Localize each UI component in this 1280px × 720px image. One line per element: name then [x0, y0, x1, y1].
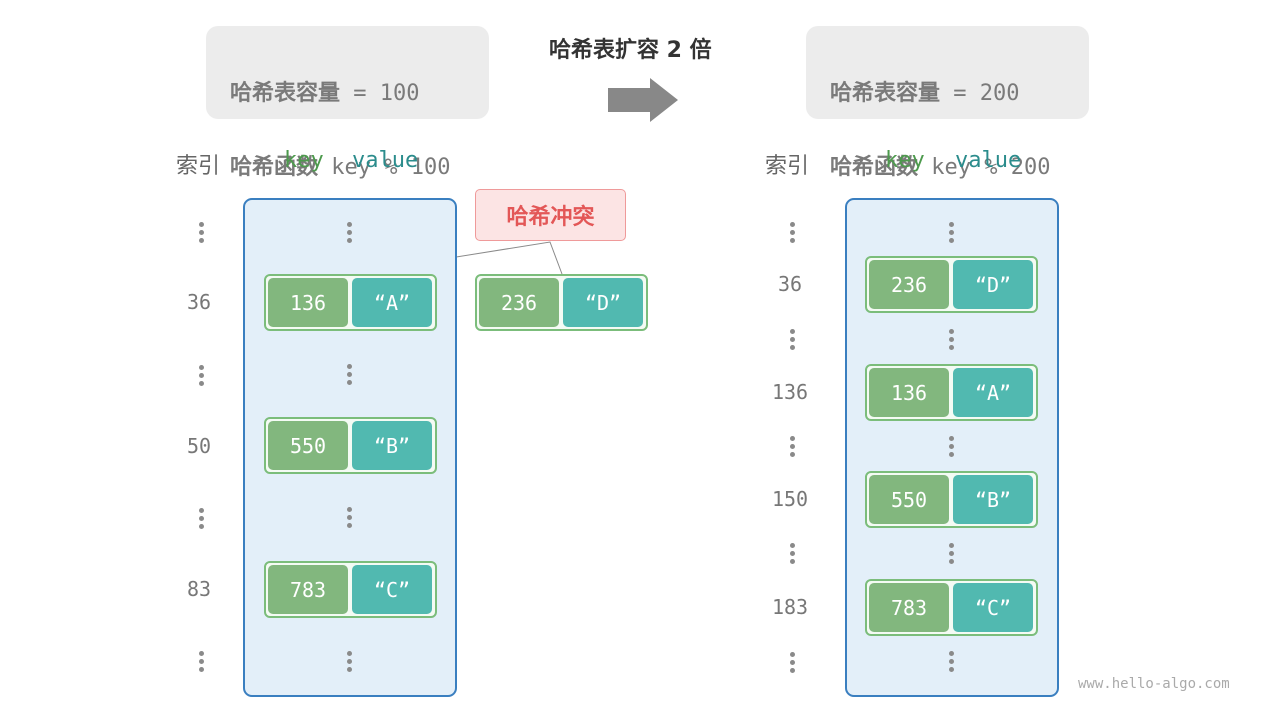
before-value-header: value	[352, 148, 419, 173]
before-hash-line: 哈希函数 key % 100	[230, 149, 465, 186]
before-index-label: 50	[186, 434, 212, 458]
before-index-label: 36	[186, 290, 212, 314]
entry-value: “A”	[953, 368, 1033, 417]
ellipsis-icon	[196, 365, 206, 386]
ellipsis-icon	[196, 651, 206, 672]
before-capacity-line: 哈希表容量 = 100	[230, 75, 465, 112]
after-index-label: 36	[777, 272, 803, 296]
ellipsis-icon	[344, 651, 354, 672]
after-hash-value: key % 200	[931, 155, 1051, 180]
entry-key: 236	[869, 260, 949, 309]
before-capacity-value: = 100	[353, 81, 420, 106]
ellipsis-icon	[946, 329, 956, 350]
ellipsis-icon	[946, 222, 956, 243]
after-hash-line: 哈希函数 key % 200	[830, 149, 1065, 186]
after-capacity-value: = 200	[953, 81, 1020, 106]
entry-key: 783	[869, 583, 949, 632]
after-entry-pair: 136 “A”	[865, 364, 1038, 421]
entry-value: “B”	[953, 475, 1033, 524]
ellipsis-icon	[196, 222, 206, 243]
before-capacity-label: 哈希表容量	[230, 81, 341, 106]
ellipsis-icon	[946, 436, 956, 457]
ellipsis-icon	[946, 543, 956, 564]
entry-key: 236	[479, 278, 559, 327]
before-key-header: key	[284, 148, 324, 173]
entry-key: 550	[268, 421, 348, 470]
after-index-label: 150	[771, 487, 809, 511]
entry-value: “D”	[953, 260, 1033, 309]
after-entry-pair: 550 “B”	[865, 471, 1038, 528]
entry-key: 550	[869, 475, 949, 524]
before-index-label: 83	[186, 577, 212, 601]
ellipsis-icon	[344, 364, 354, 385]
before-entry-pair: 136 “A”	[264, 274, 437, 331]
right-arrow-icon	[608, 78, 678, 122]
after-index-label: 136	[771, 380, 809, 404]
after-capacity-label: 哈希表容量	[830, 81, 941, 106]
ellipsis-icon	[787, 436, 797, 457]
before-index-header: 索引	[176, 154, 221, 179]
ellipsis-icon	[196, 508, 206, 529]
after-entry-pair: 783 “C”	[865, 579, 1038, 636]
before-hash-value: key % 100	[331, 155, 451, 180]
entry-key: 136	[268, 278, 348, 327]
entry-value: “C”	[953, 583, 1033, 632]
collision-entry-pair: 236 “D”	[475, 274, 648, 331]
ellipsis-icon	[787, 222, 797, 243]
entry-value: “C”	[352, 565, 432, 614]
site-watermark: www.hello-algo.com	[1078, 676, 1230, 692]
entry-value: “D”	[563, 278, 643, 327]
entry-value: “B”	[352, 421, 432, 470]
before-entry-pair: 550 “B”	[264, 417, 437, 474]
entry-key: 136	[869, 368, 949, 417]
hash-collision-label: 哈希冲突	[475, 189, 626, 241]
ellipsis-icon	[344, 507, 354, 528]
ellipsis-icon	[946, 651, 956, 672]
after-capacity-line: 哈希表容量 = 200	[830, 75, 1065, 112]
expand-title: 哈希表扩容 2 倍	[549, 38, 712, 63]
entry-key: 783	[268, 565, 348, 614]
ellipsis-icon	[787, 329, 797, 350]
after-index-header: 索引	[765, 154, 810, 179]
ellipsis-icon	[787, 543, 797, 564]
after-hash-label: 哈希函数	[830, 155, 919, 180]
after-info-box: 哈希表容量 = 200 哈希函数 key % 200	[806, 26, 1089, 180]
entry-value: “A”	[352, 278, 432, 327]
ellipsis-icon	[787, 652, 797, 673]
before-info-box: 哈希表容量 = 100 哈希函数 key % 100	[206, 26, 489, 180]
before-entry-pair: 783 “C”	[264, 561, 437, 618]
ellipsis-icon	[344, 222, 354, 243]
after-value-header: value	[955, 148, 1022, 173]
after-entry-pair: 236 “D”	[865, 256, 1038, 313]
after-key-header: key	[885, 148, 925, 173]
before-hash-label: 哈希函数	[230, 155, 319, 180]
after-index-label: 183	[771, 595, 809, 619]
